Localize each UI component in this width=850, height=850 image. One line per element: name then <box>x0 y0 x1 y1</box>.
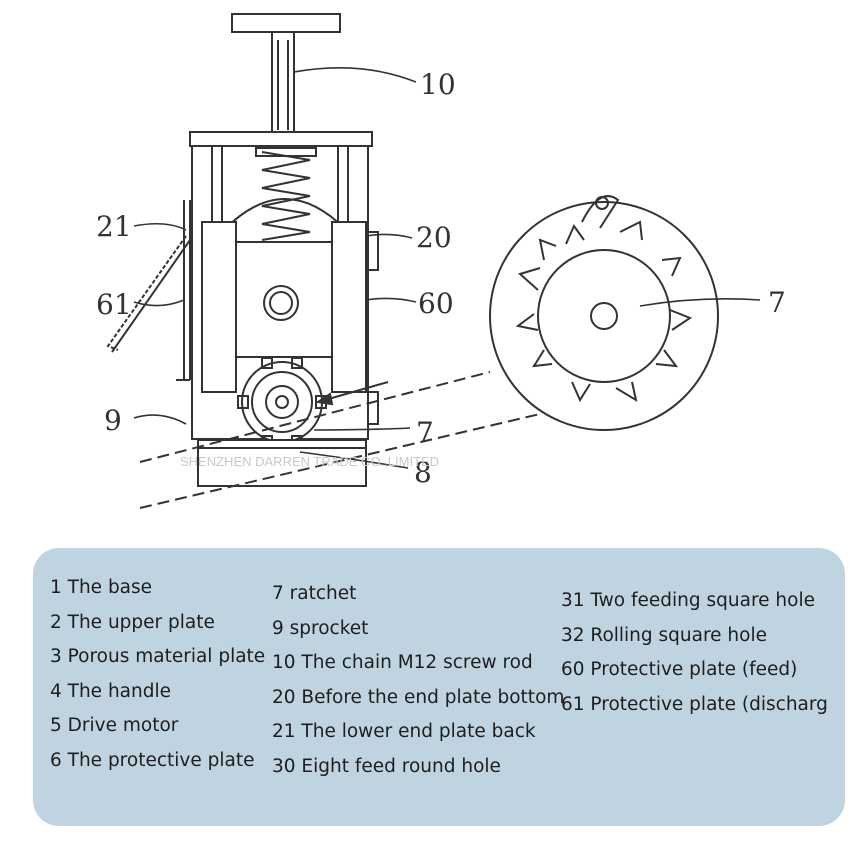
arch <box>223 198 347 231</box>
watermark: SHENZHEN DARREN TRADE CO.,LIMITED <box>180 454 439 469</box>
legend-column-2: 7 ratchet 9 sprocket 10 The chain M12 sc… <box>272 577 564 784</box>
legend-item: 6 The protective plate <box>50 749 255 771</box>
handle-top <box>231 13 341 33</box>
callout-9: 9 <box>104 404 122 437</box>
legend-column-3: 31 Two feeding square hole 32 Rolling sq… <box>561 584 828 722</box>
callout-21: 21 <box>96 210 132 243</box>
legend-item: 3 Porous material plate <box>50 646 266 667</box>
spring <box>255 147 317 241</box>
legend-item: 2 The upper plate <box>50 611 215 633</box>
legend-item: 10 The chain M12 screw rod <box>272 652 533 673</box>
callout-7-detail: 7 <box>768 286 786 319</box>
screw-rod <box>271 31 295 133</box>
ratchet-detail <box>489 195 719 431</box>
callout-7-small: 7 <box>416 416 434 449</box>
callout-61: 61 <box>96 288 132 321</box>
legend-panel <box>33 548 845 826</box>
upper-plate <box>189 131 373 147</box>
machine-diagram: 10 21 20 61 60 9 7 8 7 SHENZHEN DARREN T… <box>96 13 786 509</box>
discharge-hook <box>106 235 191 353</box>
legend-item: 4 The handle <box>50 680 171 702</box>
legend-item: 21 The lower end plate back <box>272 721 536 742</box>
legend-item: 5 Drive motor <box>50 715 179 736</box>
protective-plate-left <box>201 221 237 393</box>
legend-column-1: 1 The base 2 The upper plate 3 Porous ma… <box>50 571 265 778</box>
center-block <box>235 241 333 358</box>
legend-item: 32 Rolling square hole <box>561 624 768 646</box>
legend-item: 20 Before the end plate bottom <box>272 686 565 708</box>
legend-item: 31 Two feeding square hole <box>561 590 815 611</box>
legend-item: 1 The base <box>50 577 153 598</box>
callout-20: 20 <box>416 221 452 254</box>
callout-60: 60 <box>418 287 454 320</box>
callout-8: 8 <box>414 456 432 489</box>
callout-10: 10 <box>420 68 456 101</box>
round-hole <box>263 285 299 321</box>
legend-item: 61 Protective plate (discharg <box>561 693 828 715</box>
legend-item: 7 ratchet <box>272 583 357 604</box>
protective-plate-right <box>331 221 367 393</box>
legend-item: 30 Eight feed round hole <box>272 755 501 777</box>
legend-item: 60 Protective plate (feed) <box>561 659 798 680</box>
legend-item: 9 sprocket <box>272 617 369 639</box>
